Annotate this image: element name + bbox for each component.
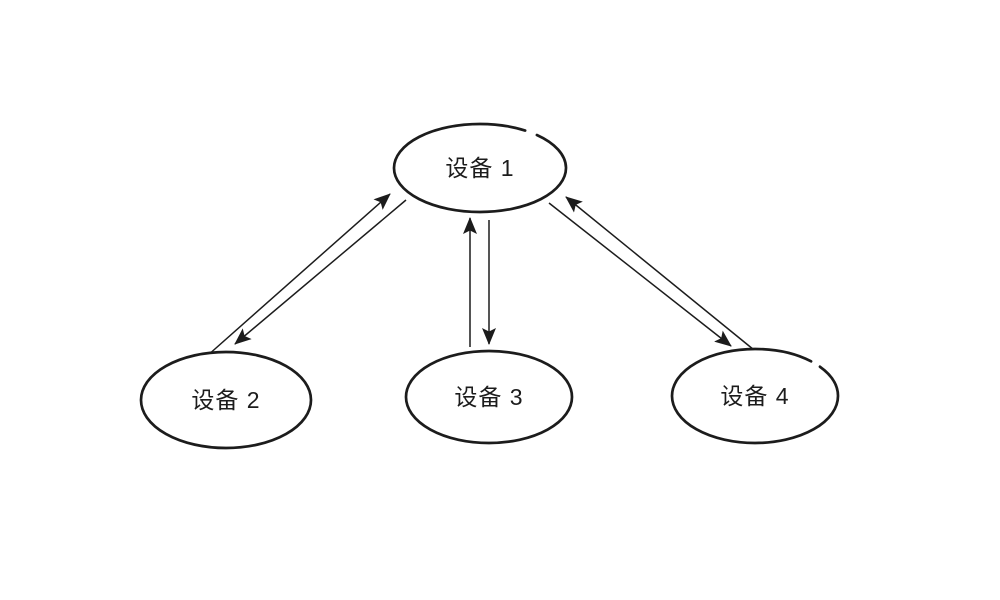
node-label-device-4: 设备 4 xyxy=(720,383,789,409)
node-device-3: 设备 3 xyxy=(404,349,574,445)
node-label-device-1: 设备 1 xyxy=(445,155,514,181)
edge-device-2-to-device-1 xyxy=(206,193,391,357)
node-ellipse xyxy=(404,349,574,445)
node-label-device-3: 设备 3 xyxy=(454,384,523,410)
node-layer: 设备 1 设备 2 设备 3 设备 4 xyxy=(139,122,840,450)
node-device-2: 设备 2 xyxy=(139,350,313,450)
node-ellipse xyxy=(392,122,568,214)
edge-device-1-to-device-2 xyxy=(234,199,407,345)
node-device-1: 设备 1 xyxy=(392,122,568,214)
edge-device-4-to-device-1 xyxy=(565,196,760,355)
edge-layer xyxy=(206,193,760,357)
edge-device-1-to-device-4 xyxy=(548,202,732,347)
node-device-4: 设备 4 xyxy=(670,347,840,445)
node-ellipse xyxy=(670,347,840,445)
node-label-device-2: 设备 2 xyxy=(191,387,260,413)
node-ellipse xyxy=(139,350,313,450)
